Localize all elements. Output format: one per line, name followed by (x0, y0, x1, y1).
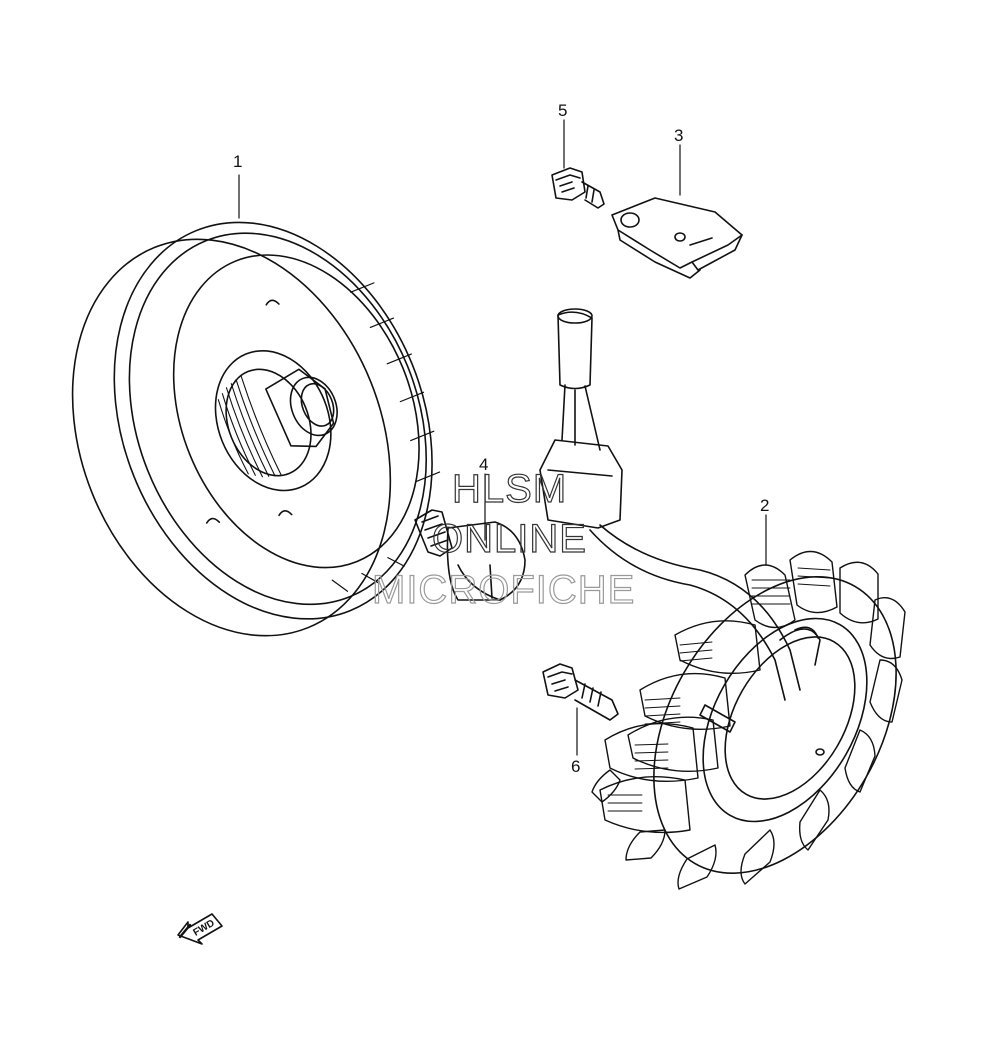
screw-small (551, 167, 605, 209)
callout-leaders (238, 119, 767, 756)
callout-labels: 1 2 3 4 5 6 (233, 101, 769, 776)
stator-assembly (539, 308, 906, 890)
callout-5: 5 (558, 101, 567, 120)
watermark-line-2: ONLINE (432, 517, 587, 561)
bolt-large (414, 509, 526, 601)
screw-stator (542, 663, 619, 721)
bracket-clamp (611, 197, 743, 279)
callout-3: 3 (674, 126, 683, 145)
callout-1: 1 (233, 152, 242, 171)
rotor-flywheel (71, 221, 441, 637)
callout-6: 6 (571, 757, 580, 776)
fwd-direction-badge (177, 913, 223, 945)
callout-4: 4 (479, 455, 488, 474)
callout-2: 2 (760, 496, 769, 515)
watermark-line-3: MICROFICHE (372, 568, 635, 612)
watermark: HLSM ONLINE MICROFICHE (371, 466, 635, 612)
watermark-line-1: HLSM (452, 467, 567, 511)
